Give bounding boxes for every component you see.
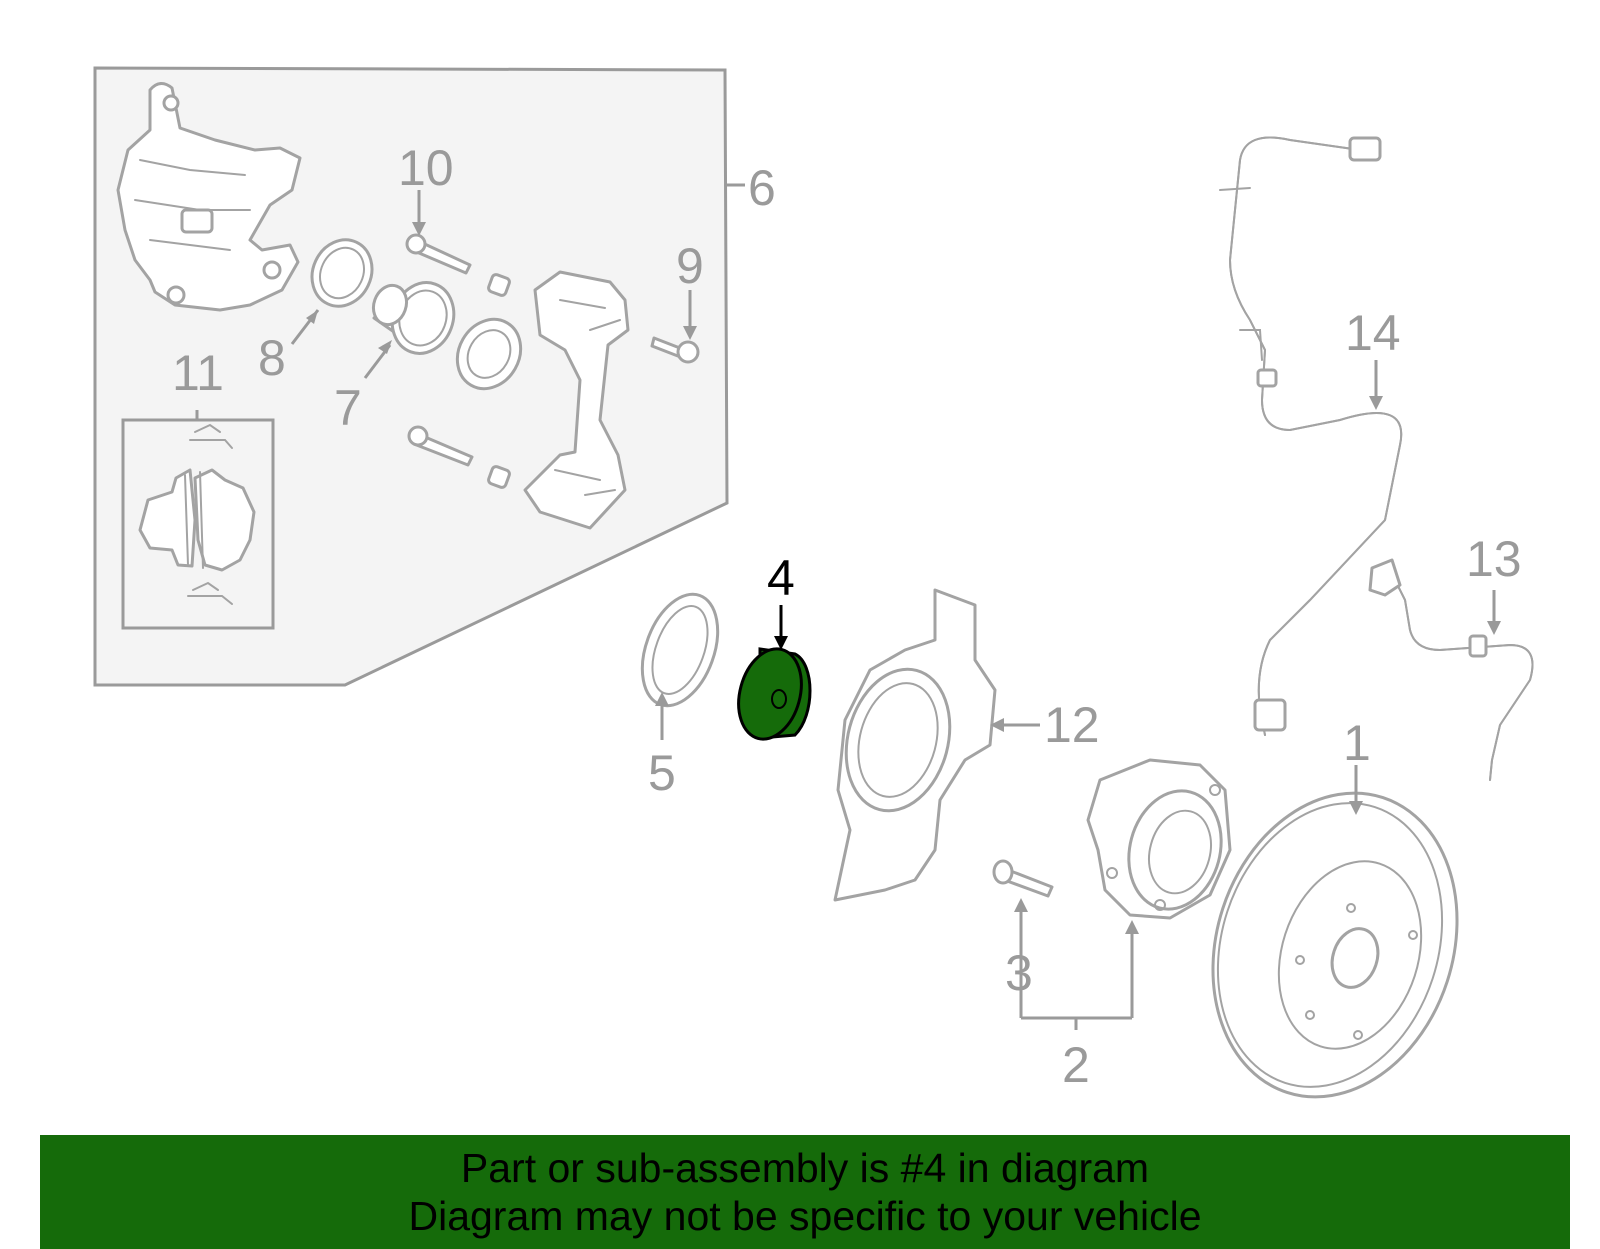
dust-shield (833, 588, 997, 902)
part-info-banner: Part or sub-assembly is #4 in diagram Di… (40, 1135, 1570, 1249)
banner-line-1: Part or sub-assembly is #4 in diagram (460, 1145, 1150, 1191)
callout-10[interactable]: 10 (398, 140, 454, 196)
washer (640, 592, 720, 708)
callout-4[interactable]: 4 (767, 550, 795, 606)
part-4-highlighted[interactable] (729, 642, 812, 746)
callout-14[interactable]: 14 (1345, 305, 1401, 361)
callout-13[interactable]: 13 (1466, 531, 1522, 587)
abs-sensor-cable (1219, 136, 1403, 736)
callout-3[interactable]: 3 (1005, 945, 1033, 1001)
piston-seal (310, 238, 374, 308)
dust-boot (455, 317, 523, 391)
callout-12[interactable]: 12 (1044, 697, 1100, 753)
callout-8[interactable]: 8 (258, 330, 286, 386)
guide-pin-lower (407, 425, 511, 489)
callout-6[interactable]: 6 (748, 160, 776, 216)
abs-sensor (1368, 558, 1534, 781)
caliper-piston (371, 281, 456, 355)
hub-bolt (992, 859, 1054, 898)
wheel-hub (1086, 758, 1232, 920)
banner-line-2: Diagram may not be specific to your vehi… (408, 1193, 1202, 1239)
guide-pin-upper (405, 233, 511, 297)
bleeder-bolt (650, 336, 700, 364)
callout-9[interactable]: 9 (676, 238, 704, 294)
callout-7[interactable]: 7 (334, 380, 362, 436)
brake-rotor (1211, 791, 1459, 1099)
callout-2[interactable]: 2 (1062, 1037, 1090, 1093)
callout-5[interactable]: 5 (648, 745, 676, 801)
callout-11[interactable]: 11 (172, 345, 224, 401)
callout-1[interactable]: 1 (1343, 715, 1371, 771)
caliper-bracket (523, 270, 630, 530)
caliper-housing (116, 82, 302, 312)
brake-pads (138, 423, 256, 605)
